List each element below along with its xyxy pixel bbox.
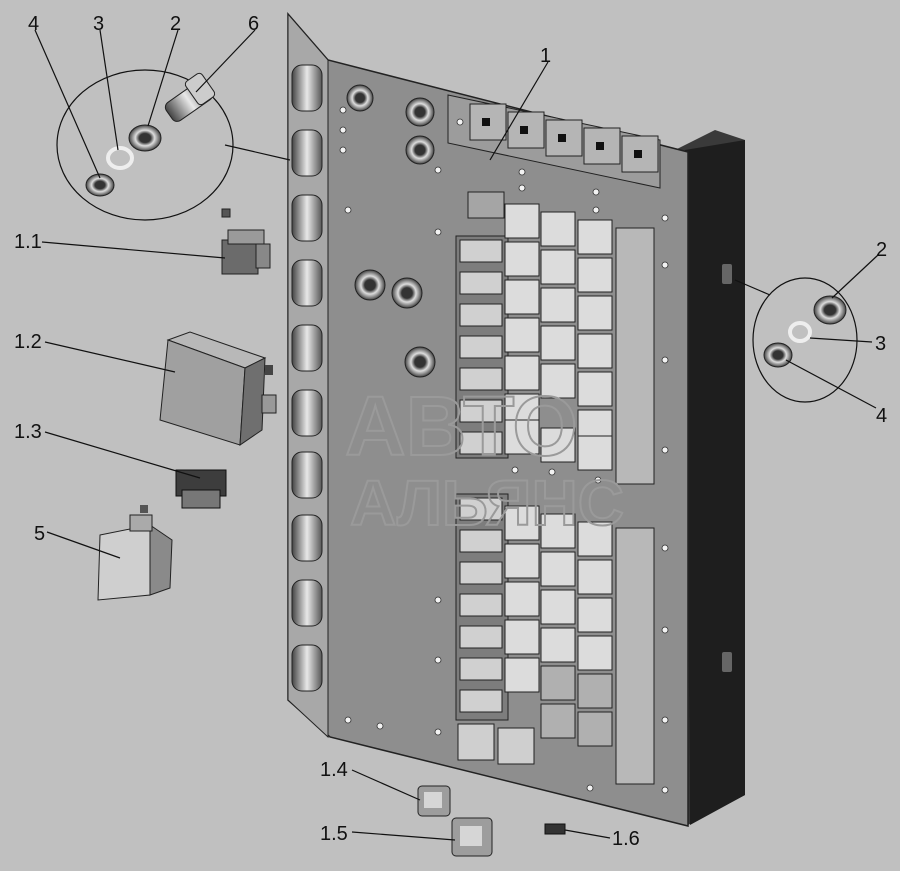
panel-rivets	[339, 106, 669, 794]
top-relay-row	[447, 94, 661, 189]
right-fastener-detail	[734, 277, 858, 403]
part-labels: 1 1.1 1.2 1.3 1.4 1.5 1.6 4 3 2 6 2 3 4 …	[14, 13, 887, 850]
nut-icon	[85, 173, 115, 197]
lower-relay-block	[455, 493, 655, 785]
label-4-right: 4	[876, 405, 887, 427]
left-fastener-detail	[56, 69, 291, 221]
upper-relay-block	[455, 191, 655, 485]
label-1-6: 1.6	[612, 828, 640, 850]
label-1-1: 1.1	[14, 231, 42, 253]
label-2-right: 2	[876, 239, 887, 261]
label-5: 5	[34, 523, 45, 545]
fuse-1-6	[544, 823, 566, 835]
flat-washer-icon	[128, 124, 162, 152]
lock-washer-icon	[106, 146, 134, 170]
label-3-right: 3	[875, 333, 886, 355]
panel-grommets	[346, 84, 436, 378]
label-2-left: 2	[170, 13, 181, 35]
relay-1-1	[221, 208, 271, 275]
nut-icon	[763, 342, 793, 368]
label-1-3: 1.3	[14, 421, 42, 443]
lock-washer-icon	[788, 321, 812, 343]
leader-lines	[34, 29, 879, 841]
watermark: АВТО АЛЬЯНС	[344, 378, 625, 540]
label-1-4: 1.4	[320, 759, 348, 781]
label-3-left: 3	[93, 13, 104, 35]
bolt-icon	[164, 72, 216, 122]
label-1-2: 1.2	[14, 331, 42, 353]
watermark-line1: АВТО	[345, 379, 578, 473]
module-1-2	[159, 331, 277, 446]
flat-washer-icon	[813, 295, 847, 325]
label-4-left: 4	[28, 13, 39, 35]
label-1: 1	[540, 45, 551, 67]
left-edge-connectors	[291, 64, 323, 692]
label-1-5: 1.5	[320, 823, 348, 845]
fuse-1-4	[417, 785, 451, 817]
connector-1-3	[175, 469, 227, 509]
fuse-1-5	[451, 817, 493, 857]
module-5	[97, 505, 173, 601]
watermark-line2: АЛЬЯНС	[350, 467, 624, 539]
label-6: 6	[248, 13, 259, 35]
